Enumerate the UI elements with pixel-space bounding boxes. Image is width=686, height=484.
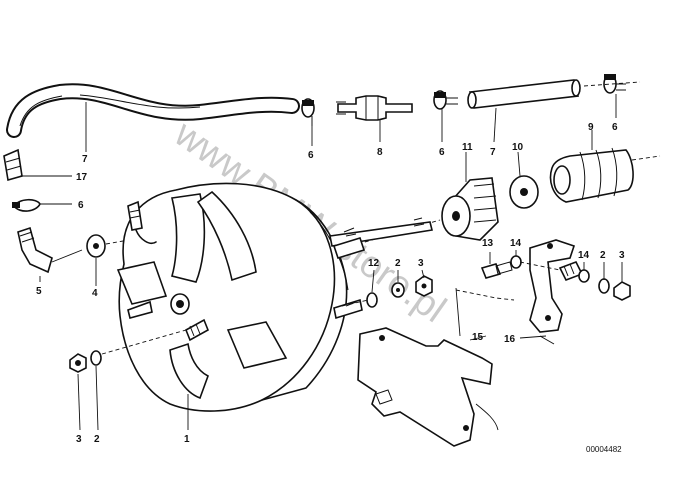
callout-1: 1: [184, 434, 190, 445]
nut-part-3-right: [613, 281, 631, 301]
callout-2-center: 2: [395, 258, 401, 269]
vacuum-hose-part-7-short: [467, 79, 581, 109]
callout-7-left: 7: [82, 154, 88, 165]
axis-line-stud: [101, 329, 187, 355]
washer-part-2-left: [90, 350, 102, 366]
callout-6-left: 6: [78, 200, 84, 211]
washer-part-2-right: [598, 278, 610, 294]
washer-part-14-b: [578, 269, 590, 283]
bolt-part-13: [480, 261, 513, 279]
nut-part-3-center: [415, 275, 433, 297]
callout-3-center: 3: [418, 258, 424, 269]
callout-6-top-a: 6: [308, 150, 314, 161]
elbow-fitting-part-5: [17, 226, 53, 274]
washer-part-14-a: [510, 255, 522, 269]
callout-13: 13: [482, 238, 494, 249]
hose-elbow-part-17: [3, 148, 23, 182]
leader-lines: [20, 94, 623, 431]
callout-3-right: 3: [619, 250, 625, 261]
callout-15: 15: [472, 332, 484, 343]
bracket-part-16: [529, 239, 576, 345]
hose-clamp-part-6-d: [12, 198, 41, 212]
callout-14-b: 14: [578, 250, 590, 261]
diagram-reference-number: 00004482: [586, 445, 622, 454]
leader-5-extension: [51, 249, 83, 263]
hose-clamp-part-6-a: [301, 98, 315, 126]
axis-line-center-stud: [341, 299, 369, 307]
washer-part-2-center: [391, 282, 405, 298]
callout-6-top-b: 6: [439, 147, 445, 158]
callout-8: 8: [377, 147, 383, 158]
rubber-boot-part-9: [549, 147, 634, 203]
hose-clamp-part-6-c: [603, 74, 626, 94]
brake-booster-part-1: [116, 182, 433, 412]
callout-3-left: 3: [76, 434, 82, 445]
callout-17: 17: [76, 172, 88, 183]
axis-line-boot: [631, 155, 661, 161]
vacuum-hose-part-7: [6, 83, 300, 138]
callout-5: 5: [36, 286, 42, 297]
washer-part-10: [509, 175, 539, 209]
callout-14-a: 14: [510, 238, 522, 249]
nut-part-3-left: [69, 353, 87, 373]
hose-clamp-part-6-b: [433, 90, 458, 110]
callout-6-top-c: 6: [612, 122, 618, 133]
bracket-part-15: [357, 287, 499, 447]
callout-11: 11: [462, 142, 473, 153]
mount-projection-line: [455, 289, 515, 301]
callout-4: 4: [92, 288, 98, 299]
callout-7-right: 7: [490, 147, 496, 158]
check-valve-part-8: [336, 95, 413, 121]
axis-line-top: [583, 81, 641, 87]
callout-12: 12: [368, 258, 380, 269]
callout-16: 16: [504, 334, 516, 345]
callout-2-left: 2: [94, 434, 100, 445]
callout-9: 9: [588, 122, 594, 133]
callout-2-right: 2: [600, 250, 606, 261]
washer-part-12: [366, 292, 378, 308]
callout-10: 10: [512, 142, 524, 153]
washer-part-4: [86, 234, 106, 258]
filter-element-part-11: [441, 177, 499, 241]
callout-labels: 7 6 8 6 7 6 9 17 6 11 10 5 4 13 14 14 2 …: [36, 122, 625, 445]
